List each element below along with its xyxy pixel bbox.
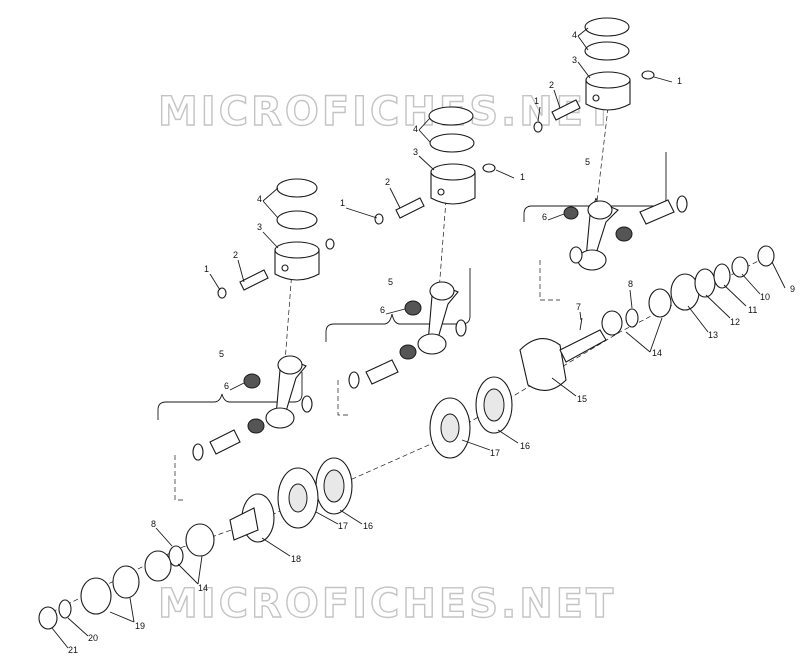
callout-4: 4 <box>572 30 577 40</box>
right-side-bearings <box>601 245 775 336</box>
callout-1: 1 <box>340 198 345 208</box>
piston-pin-left <box>239 269 269 291</box>
callout-16: 16 <box>363 521 373 531</box>
callout-20: 20 <box>88 633 98 643</box>
callout-15: 15 <box>577 394 587 404</box>
callout-18: 18 <box>291 554 301 564</box>
crank-end-right <box>519 317 607 391</box>
left-side-bearings <box>38 523 215 630</box>
connecting-rod-left <box>265 355 307 429</box>
connecting-rod-right <box>577 200 619 271</box>
crank-end-left <box>229 493 275 543</box>
callout-19: 19 <box>135 621 145 631</box>
piston-rings-left <box>276 178 318 230</box>
circlip-middle-outer <box>482 163 496 173</box>
callout-2: 2 <box>549 80 554 90</box>
callout-5: 5 <box>585 157 590 167</box>
callout-3: 3 <box>257 222 262 232</box>
circlip-left-inner <box>217 287 227 299</box>
callout-5: 5 <box>219 349 224 359</box>
callout-1: 1 <box>677 76 682 86</box>
needle-bearing-left-small <box>243 373 261 389</box>
circlip-right-inner <box>533 121 543 133</box>
needle-bearing-middle-small <box>404 300 422 316</box>
callout-14: 14 <box>652 348 662 358</box>
callout-12: 12 <box>730 317 740 327</box>
callout-8: 8 <box>151 519 156 529</box>
crank-wheel-left <box>277 457 353 529</box>
piston-pin-right <box>551 99 581 121</box>
circlip-left-outer <box>325 238 335 250</box>
callout-3: 3 <box>413 147 418 157</box>
callout-14: 14 <box>198 583 208 593</box>
crank-wheel-middle <box>429 376 513 459</box>
callout-2: 2 <box>385 177 390 187</box>
callout-11: 11 <box>748 305 757 315</box>
watermark-top: MICROFICHES.NET <box>158 89 616 135</box>
callout-4: 4 <box>257 194 262 204</box>
big-end-parts-right <box>569 195 688 264</box>
axis-line-upper-right <box>595 107 609 211</box>
bracket-group-5-middle <box>325 268 471 342</box>
callout-6: 6 <box>380 305 385 315</box>
piston-pin-middle <box>395 197 425 219</box>
bearing-guide-middle <box>337 380 350 416</box>
connecting-rod-middle <box>417 281 459 355</box>
piston-rings-right <box>584 17 630 61</box>
bearing-guide-left <box>174 455 185 501</box>
callout-10: 10 <box>760 292 770 302</box>
callout-5: 5 <box>388 277 393 287</box>
bearing-guide-right <box>539 260 560 301</box>
leader-lines <box>51 27 786 649</box>
circlip-middle-inner <box>374 213 384 225</box>
callout-17: 17 <box>490 448 500 458</box>
callout-9: 9 <box>790 284 795 294</box>
callout-6: 6 <box>224 381 229 391</box>
axis-line-upper-left <box>281 269 293 403</box>
piston-rings-middle <box>428 106 475 153</box>
callout-16: 16 <box>520 441 530 451</box>
piston-middle <box>430 163 476 205</box>
callout-1: 1 <box>520 172 525 182</box>
callout-17: 17 <box>338 521 348 531</box>
big-end-parts-left <box>192 395 313 461</box>
piston-right <box>585 71 631 111</box>
callout-1: 1 <box>534 96 539 106</box>
piston-left <box>274 241 320 281</box>
callout-4: 4 <box>413 124 418 134</box>
circlip-right-outer <box>641 70 655 80</box>
callout-6: 6 <box>542 212 547 222</box>
callout-2: 2 <box>233 250 238 260</box>
callout-8: 8 <box>628 279 633 289</box>
callout-1: 1 <box>204 264 209 274</box>
needle-bearing-right-small <box>563 206 579 220</box>
watermark-bottom: MICROFICHES.NET <box>158 581 616 627</box>
callout-21: 21 <box>68 645 78 655</box>
big-end-parts-middle <box>348 319 467 389</box>
callout-13: 13 <box>708 330 718 340</box>
callout-7: 7 <box>576 302 581 312</box>
callout-3: 3 <box>572 55 577 65</box>
bracket-group-5-left <box>157 372 303 420</box>
